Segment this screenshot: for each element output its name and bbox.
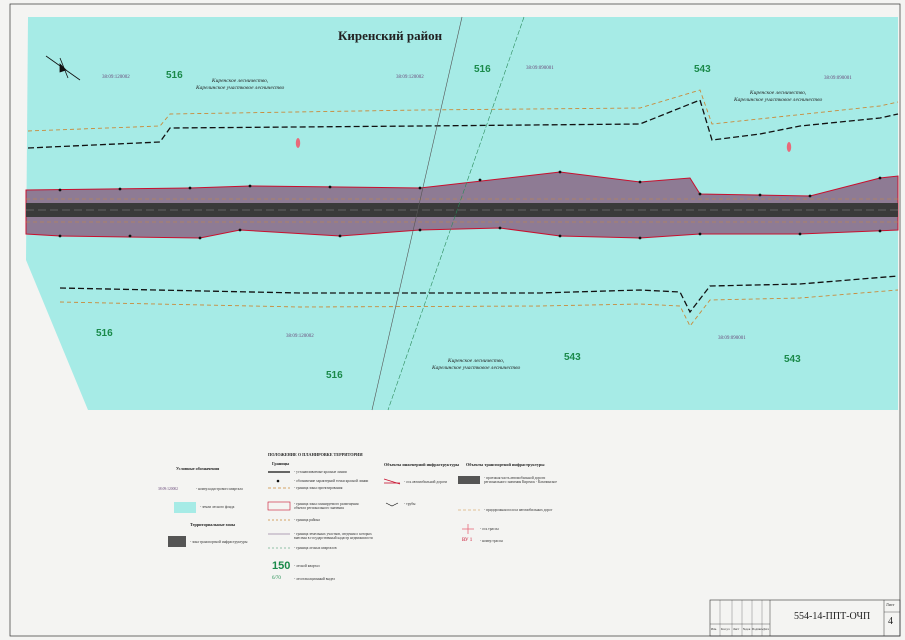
sheet-frame	[9, 3, 901, 637]
sheet-number: 4	[888, 616, 893, 627]
stamp-col: Подпись	[752, 627, 764, 631]
legend-text: - лесной квартал	[294, 564, 320, 568]
forest-quarter-label: 516	[96, 328, 113, 339]
orange-boundary-bottom	[59, 289, 899, 327]
legend-zones-title: Территориальные зоны	[190, 522, 236, 527]
forestry-label: Киренское лесничество,Карелинское участк…	[432, 358, 521, 371]
legend-col2-sub: Границы	[272, 461, 290, 466]
legend-col2-title: ПОЛОЖЕНИЕ О ПЛАНИРОВКЕ ТЕРРИТОРИИ	[268, 452, 363, 457]
cadastral-number: 38:09:120002	[102, 75, 130, 80]
stamp-col: Кол.уч	[721, 627, 730, 631]
forest-quarter-label: 543	[564, 352, 581, 363]
cadastral-number: 38:09:120002	[396, 75, 424, 80]
legend-text: - обозначение характерной точки красной …	[294, 479, 369, 483]
north-arrow-icon	[45, 55, 81, 81]
legend-title: Условные обозначения	[176, 466, 220, 471]
legend-transport-zone-swatch	[168, 536, 186, 547]
legend-route-mark: ВУ 1	[462, 538, 473, 543]
legend-text: - придорожная полоса автомобильных дорог	[484, 508, 553, 512]
legend-col3-title: Объекты инженерной инфраструктуры	[384, 462, 460, 467]
legend-text: - ось автомобильной дороги	[404, 480, 447, 484]
cadastral-number: 38:09:090001	[718, 336, 746, 341]
stamp-col: Лист	[733, 627, 740, 631]
legend-text: - проезжая часть автомобильной дороги ре…	[484, 476, 557, 484]
stamp-col: Изм.	[711, 627, 717, 631]
projection-boundary-top	[27, 99, 899, 149]
cadastral-number: 38:09:120002	[286, 334, 314, 339]
legend-text: - граница зоны планируемого размещения о…	[294, 502, 359, 510]
legend-text: - устанавливаемые красные линии	[294, 470, 347, 474]
cadastral-number: 38:09:090001	[824, 76, 852, 81]
cadastral-number: 38:09:090001	[526, 66, 554, 71]
legend-col4-title: Объекты транспортной инфраструктуры	[466, 462, 545, 467]
title-block	[709, 599, 901, 637]
stamp-col: Дата	[763, 627, 769, 631]
legend-text: - номер кадастрового квартала	[196, 487, 243, 491]
legend-text: - зона транспортной инфраструктуры	[190, 540, 248, 544]
orange-boundary-top	[27, 89, 899, 132]
legend-text: - граница лесных кварталов	[294, 546, 337, 550]
legend-text: - номер трассы	[480, 539, 503, 543]
legend-vydel-sample: 6/70	[272, 576, 281, 581]
forestry-label: Киренское лесничество,Карелинское участк…	[196, 78, 285, 91]
forest-quarter-label: 516	[326, 370, 343, 381]
legend-text: - ось трассы	[480, 527, 499, 531]
drawing-code: 554-14-ППТ-ОЧП	[794, 611, 871, 622]
legend-carriageway-swatch	[458, 476, 480, 484]
legend-text: - граница района	[294, 518, 320, 522]
projection-boundary-bottom	[59, 275, 899, 314]
legend-cadastral-sample: 38:09:120002	[158, 487, 178, 491]
legend-text: - земли лесного фонда	[200, 505, 235, 509]
region-title: Киренский район	[338, 28, 443, 43]
legend-text: - трубы	[404, 502, 416, 506]
cadastral-boundary-1	[371, 16, 463, 411]
legend-quarter-sample: 150	[272, 560, 291, 572]
forestry-label: Киренское лесничество,Карелинское участк…	[734, 90, 823, 103]
forest-quarter-label: 543	[784, 354, 801, 365]
red-line-points	[58, 170, 882, 240]
forest-quarter-label: 516	[474, 64, 491, 75]
legend-text: - граница зоны проектирования	[294, 486, 343, 490]
pipe-marker	[295, 138, 301, 148]
forest-quarter-label: 516	[166, 70, 183, 81]
forest-quarter-label: 543	[694, 64, 711, 75]
pipe-marker	[786, 142, 792, 152]
legend-text: - лесотаксационный выдел	[294, 577, 336, 581]
stamp-col: №док	[743, 627, 751, 631]
legend-text: - граница земельных участков, сведения о…	[294, 532, 373, 540]
legend-forest-swatch	[174, 502, 196, 513]
sheet-label: Лист	[886, 602, 895, 607]
forest-quarter-boundary	[387, 16, 525, 411]
